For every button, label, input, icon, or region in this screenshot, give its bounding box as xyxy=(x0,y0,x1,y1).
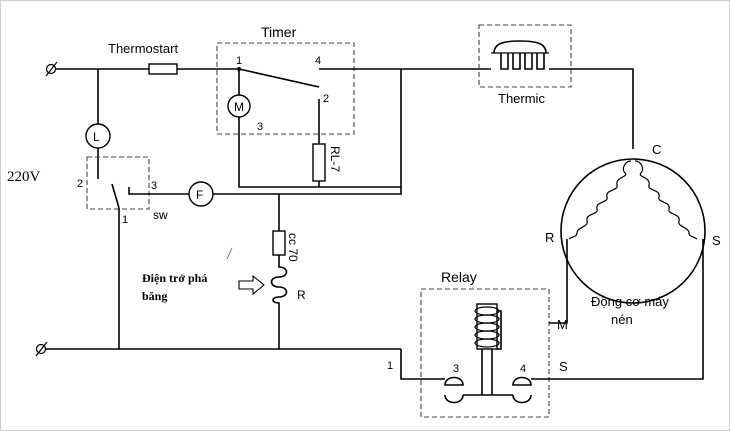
rl7-resistor xyxy=(312,143,326,182)
compressor-label-line1: Động cơ máy xyxy=(591,294,669,309)
compressor-motor xyxy=(531,158,706,380)
compressor-winding-right xyxy=(634,160,698,240)
fan: F xyxy=(188,181,214,207)
sw-terminal-2: 2 xyxy=(77,178,83,190)
timer-terminal-2: 2 xyxy=(323,93,329,105)
thermostart-element xyxy=(148,63,178,75)
door-switch-blade xyxy=(111,183,120,209)
rl7-label: RL-7 xyxy=(328,146,342,172)
timer-box xyxy=(216,42,355,135)
lamp: L xyxy=(85,123,111,149)
relay-s-label: S xyxy=(559,359,568,374)
thermic-element xyxy=(491,40,549,70)
timer-terminal-3: 3 xyxy=(257,121,263,133)
relay-terminal-3: 3 xyxy=(453,363,459,375)
motor-s-label: S xyxy=(712,233,721,248)
relay-contact-left xyxy=(444,376,464,386)
switch-label: sw xyxy=(153,208,168,222)
relay-m-label: M xyxy=(557,317,568,332)
defrost-heater xyxy=(270,255,288,349)
thermic-box xyxy=(478,24,572,88)
timer-terminal-4: 4 xyxy=(315,55,321,67)
heater-caption-line1: Điện trở phá xyxy=(142,271,207,285)
resistor-label: R xyxy=(297,288,306,302)
relay-label: Relay xyxy=(441,269,477,285)
thermostart-label: Thermostart xyxy=(108,41,178,56)
motor-c-label: C xyxy=(652,142,661,157)
supply-voltage-label: 220V xyxy=(7,169,41,185)
relay-coil xyxy=(474,303,500,350)
relay-box xyxy=(420,288,550,418)
timer-motor: M xyxy=(227,94,251,118)
relay-terminal-4: 4 xyxy=(520,363,526,375)
door-switch-box xyxy=(86,156,150,210)
timer-motor-label: M xyxy=(234,100,244,114)
timer-terminal-1: 1 xyxy=(236,55,242,67)
sw-terminal-3: 3 xyxy=(151,180,157,192)
cc70-label: cc 70 xyxy=(286,233,300,262)
compressor-winding-left xyxy=(568,160,632,240)
sw-terminal-1: 1 xyxy=(122,214,128,226)
relay-terminal-1: 1 xyxy=(387,360,393,372)
heater-caption-line2: băng xyxy=(142,289,167,303)
wire-right-vertical xyxy=(213,69,402,195)
fan-label: F xyxy=(196,188,203,202)
relay-contact-right xyxy=(512,376,532,386)
motor-r-label: R xyxy=(545,230,554,245)
timer-switch-blade xyxy=(238,68,320,88)
heater-pointer-arrow xyxy=(238,274,265,296)
supply-terminal-bottom xyxy=(35,341,48,357)
supply-terminal-top xyxy=(45,61,58,77)
thermic-label: Thermic xyxy=(498,91,545,106)
relay-plunger xyxy=(463,349,513,396)
timer-label: Timer xyxy=(261,24,297,40)
cc70-resistor xyxy=(272,230,286,256)
lamp-label: L xyxy=(93,130,100,144)
compressor-label-line2: nén xyxy=(611,312,633,327)
